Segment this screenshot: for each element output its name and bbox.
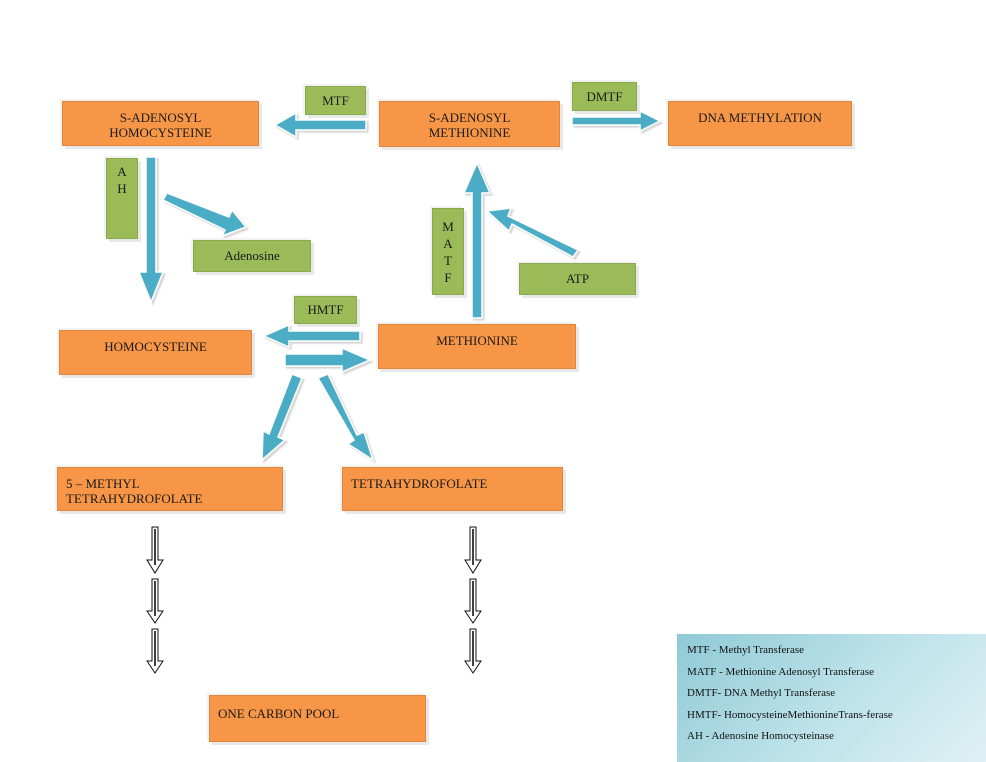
arrow-dmtf [571, 109, 662, 133]
arrow-ah [137, 156, 165, 305]
label-atp: ATP [519, 263, 636, 295]
legend-item-mtf: MTF - Methyl Transferase [687, 644, 805, 656]
label-adenosine: Adenosine [193, 240, 311, 272]
label-dmtf: DMTF [572, 82, 637, 111]
node-one-carbon-pool: ONE CARBON POOL [209, 695, 426, 742]
arrow-to-mthf [261, 373, 303, 462]
arrow-to-thf [316, 373, 375, 462]
node-s-adenosyl-methionine: S-ADENOSYL METHIONINE [379, 101, 560, 147]
legend: MTF - Methyl Transferase MATF - Methioni… [677, 634, 986, 762]
legend-item-dmtf: DMTF- DNA Methyl Transferase [687, 687, 836, 699]
arrow-mtf [273, 111, 367, 139]
label-mtf: MTF [305, 86, 366, 115]
legend-item-ah: AH - Adenosine Homocysteinase [687, 730, 834, 742]
node-s-adenosyl-homocysteine: S-ADENOSYL HOMOCYSTEINE [62, 101, 259, 146]
label-matf: M A T F [432, 208, 464, 295]
arrow-hmtf-back [262, 323, 361, 349]
arrow-adenosine [161, 192, 248, 238]
node-tetrahydrofolate: TETRAHYDROFOLATE [342, 467, 563, 511]
arrow-hmtf-forward [284, 346, 372, 374]
arrow-atp [485, 207, 580, 258]
arrow-matf [462, 161, 492, 319]
legend-item-matf: MATF - Methionine Adenosyl Transferase [687, 665, 874, 678]
legend-item-hmtf: HMTF- HomocysteineMethionineTrans-ferase [687, 708, 893, 721]
label-hmtf: HMTF [294, 296, 357, 324]
label-ah: A H [106, 158, 138, 239]
node-homocysteine: HOMOCYSTEINE [59, 330, 252, 375]
node-methionine: METHIONINE [378, 324, 576, 369]
node-dna-methylation: DNA METHYLATION [668, 101, 852, 146]
node-5-methyl-tetrahydrofolate: 5 – METHYL TETRAHYDROFOLATE [57, 467, 283, 511]
